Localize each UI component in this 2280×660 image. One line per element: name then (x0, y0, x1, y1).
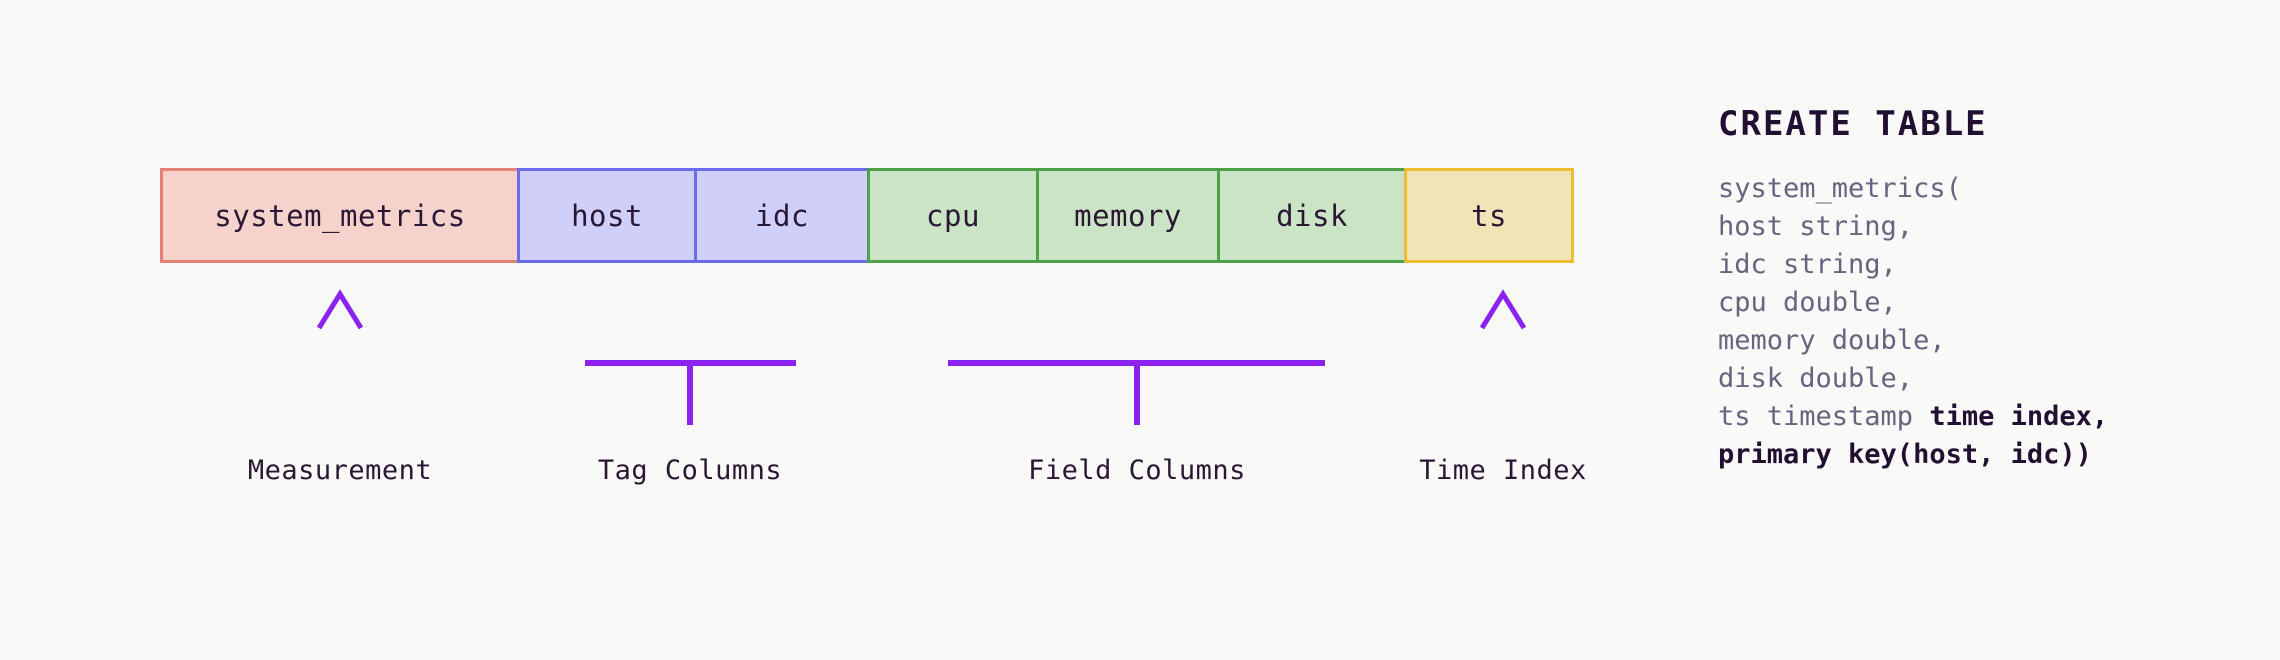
annotation-label-field-columns: Field Columns (1028, 455, 1246, 486)
ddl-line: cpu double, (1718, 284, 2108, 322)
schema-cell-label: system_metrics (214, 198, 466, 233)
schema-cell-idc: idc (694, 168, 870, 263)
schema-cell-label: memory (1074, 198, 1182, 233)
ddl-line: system_metrics( (1718, 170, 2108, 208)
schema-cell-cpu: cpu (867, 168, 1039, 263)
ddl-line-text: memory double, (1718, 325, 1946, 356)
schema-cell-disk: disk (1217, 168, 1407, 263)
schema-cell-system_metrics: system_metrics (160, 168, 520, 263)
ddl-line-text: disk double, (1718, 363, 1914, 394)
schema-cell-label: host (571, 198, 643, 233)
annotation-label-measurement: Measurement (247, 455, 433, 486)
schema-cell-label: disk (1276, 198, 1348, 233)
ddl-line-keyword: time index, (1929, 401, 2109, 432)
ddl-line: host string, (1718, 208, 2108, 246)
ddl-line-text: host string, (1718, 211, 1914, 242)
create-table-body: system_metrics(host string, idc string, cp… (1718, 170, 2108, 474)
ddl-line-text: system_metrics( (1718, 173, 1962, 204)
schema-cell-label: idc (755, 198, 809, 233)
ddl-line-text: idc string, (1718, 249, 1897, 280)
annotation-arrow-head-3 (1479, 289, 1527, 330)
ddl-line-text: cpu double, (1718, 287, 1897, 318)
schema-cell-label: cpu (926, 198, 980, 233)
schema-cell-label: ts (1471, 198, 1507, 233)
annotation-arrow-head-0 (316, 289, 364, 330)
schema-cell-memory: memory (1036, 168, 1220, 263)
annotation-label-time-index: Time Index (1419, 455, 1587, 486)
ddl-line: disk double, (1718, 360, 2108, 398)
schema-row: system_metrics host idc cpu memory disk ts (160, 168, 1574, 263)
ddl-line-keyword: primary key(host, idc)) (1718, 439, 2092, 470)
ddl-line: primary key(host, idc)) (1718, 436, 2108, 474)
schema-cell-host: host (517, 168, 697, 263)
create-table-block: CREATE TABLE system_metrics(host string,… (1718, 104, 2108, 474)
ddl-line: memory double, (1718, 322, 2108, 360)
create-table-title: CREATE TABLE (1718, 104, 1988, 144)
ddl-line: ts timestamp time index, (1718, 398, 2108, 436)
ddl-line-text: ts timestamp (1718, 401, 1930, 432)
ddl-line: idc string, (1718, 246, 2108, 284)
annotation-label-tag-columns: Tag Columns (597, 455, 783, 486)
schema-cell-ts: ts (1404, 168, 1574, 263)
